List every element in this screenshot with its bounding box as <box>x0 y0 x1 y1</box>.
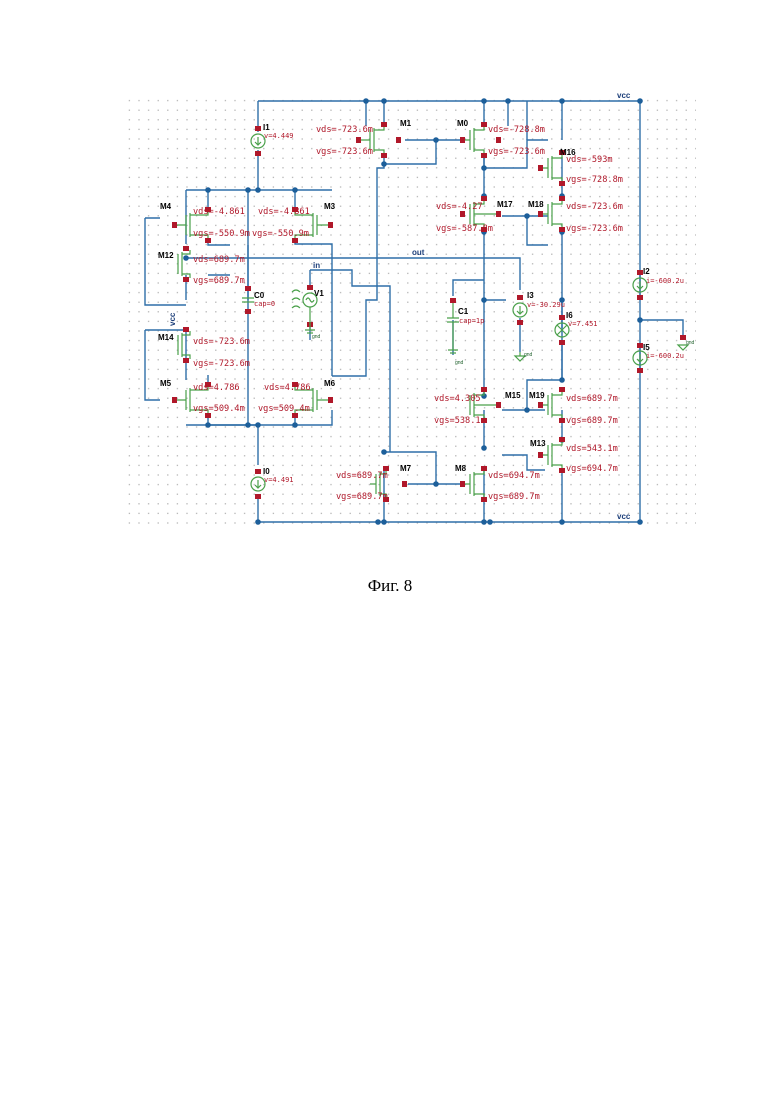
device-name-M4: M4 <box>160 202 172 211</box>
ann-C1-value: cap=1p <box>459 317 484 325</box>
ann-M5-vgs: vgs=509.4m <box>193 404 245 414</box>
device-name-M17: M17 <box>497 200 513 209</box>
ann-I6-value: v=7.451 <box>568 320 598 328</box>
source-name-I2: I2 <box>643 267 650 276</box>
device-name-M18: M18 <box>528 200 544 209</box>
ann-M1-vds: vds=-723.6m <box>316 125 373 135</box>
figure-caption: Фиг. 8 <box>0 576 780 596</box>
ann-I1-value: v=4.449 <box>264 132 294 140</box>
ann-M16-vds: vds=-593m <box>566 155 613 165</box>
ann-C0-value: cap=0 <box>254 300 275 308</box>
gnd-label-2: gnd <box>455 360 464 366</box>
ann-M15-vds: vds=4.305 <box>434 394 481 404</box>
ann-M8-vgs: vgs=689.7m <box>488 492 540 502</box>
gnd-label-4: gnd <box>686 340 695 346</box>
net-label-vcc-bottom: vcc <box>617 512 631 521</box>
device-name-M0: M0 <box>457 119 469 128</box>
net-label-in: in <box>313 261 320 270</box>
source-name-I5: I5 <box>643 343 650 352</box>
gnd-label-3: gnd <box>524 352 533 358</box>
ann-M1-vgs: vgs=-723.6m <box>316 147 373 157</box>
ann-M13-vgs: vgs=694.7m <box>566 464 618 474</box>
device-name-M8: M8 <box>455 464 467 473</box>
ann-M14-vds: vds=-723.6m <box>193 337 250 347</box>
device-name-M3: M3 <box>324 202 336 211</box>
ann-M17-vgs: vgs=-587.8m <box>436 224 493 234</box>
ann-M3-vds: vds=-4.861 <box>258 207 310 217</box>
device-name-M14: M14 <box>158 333 174 342</box>
device-name-M12: M12 <box>158 251 174 260</box>
device-name-M19: M19 <box>529 391 545 400</box>
ann-M5-vds: vds=4.786 <box>193 383 240 393</box>
device-name-M15: M15 <box>505 391 521 400</box>
source-name-I0: I0 <box>263 467 270 476</box>
ann-M4-vds: vds=-4.861 <box>193 207 245 217</box>
ann-M13-vds: vds=543.1m <box>566 444 618 454</box>
device-name-M1: M1 <box>400 119 412 128</box>
source-name-V1: V1 <box>314 289 324 298</box>
ann-M16-vgs: vgs=-728.8m <box>566 175 623 185</box>
ann-M3-vgs: vgs=-550.9m <box>252 229 309 239</box>
ann-M19-vds: vds=689.7m <box>566 394 618 404</box>
ann-M0-vgs: vgs=-723.6m <box>488 147 545 157</box>
ann-M18-vds: vds=-723.6m <box>566 202 623 212</box>
net-label-vcc-top: vcc <box>617 91 631 100</box>
ann-M6-vgs: vgs=509.4m <box>258 404 310 414</box>
source-name-I1: I1 <box>263 123 270 132</box>
ann-M15-vgs: vgs=538.1m <box>434 416 486 426</box>
ann-M14-vgs: vgs=-723.6m <box>193 359 250 369</box>
ann-M7-vds: vds=689.7m <box>336 471 388 481</box>
gnd-label-1: gnd <box>312 334 321 340</box>
ann-M8-vds: vds=694.7m <box>488 471 540 481</box>
net-label-vcc-m12: vcc <box>168 312 177 326</box>
ann-I2-value: i=-600.2u <box>646 277 684 285</box>
source-name-I3: I3 <box>527 291 534 300</box>
ann-I3-value: v=-30.29u <box>527 301 565 309</box>
ann-M12-vds: vds=689.7m <box>193 255 245 265</box>
ann-M6-vds: vds=4.786 <box>264 383 311 393</box>
device-name-M7: M7 <box>400 464 412 473</box>
ann-M19-vgs: vgs=689.7m <box>566 416 618 426</box>
ann-M7-vgs: vgs=689.7m <box>336 492 388 502</box>
ann-M12-vgs: vgs=689.7m <box>193 276 245 286</box>
device-name-M13: M13 <box>530 439 546 448</box>
net-label-out: out <box>412 248 425 257</box>
ann-I5-value: i=-600.2u <box>646 352 684 360</box>
device-name-M6: M6 <box>324 379 336 388</box>
ann-I0-value: v=4.491 <box>264 476 294 484</box>
ann-M17-vds: vds=-4.27 <box>436 202 483 212</box>
source-name-I6: I6 <box>566 311 573 320</box>
cap-name-C1: C1 <box>458 307 469 316</box>
ann-M0-vds: vds=-728.8m <box>488 125 545 135</box>
device-name-M5: M5 <box>160 379 172 388</box>
cap-name-C0: C0 <box>254 291 265 300</box>
ann-M18-vgs: vgs=-723.6m <box>566 224 623 234</box>
ann-M4-vgs: vgs=-550.9m <box>193 229 250 239</box>
